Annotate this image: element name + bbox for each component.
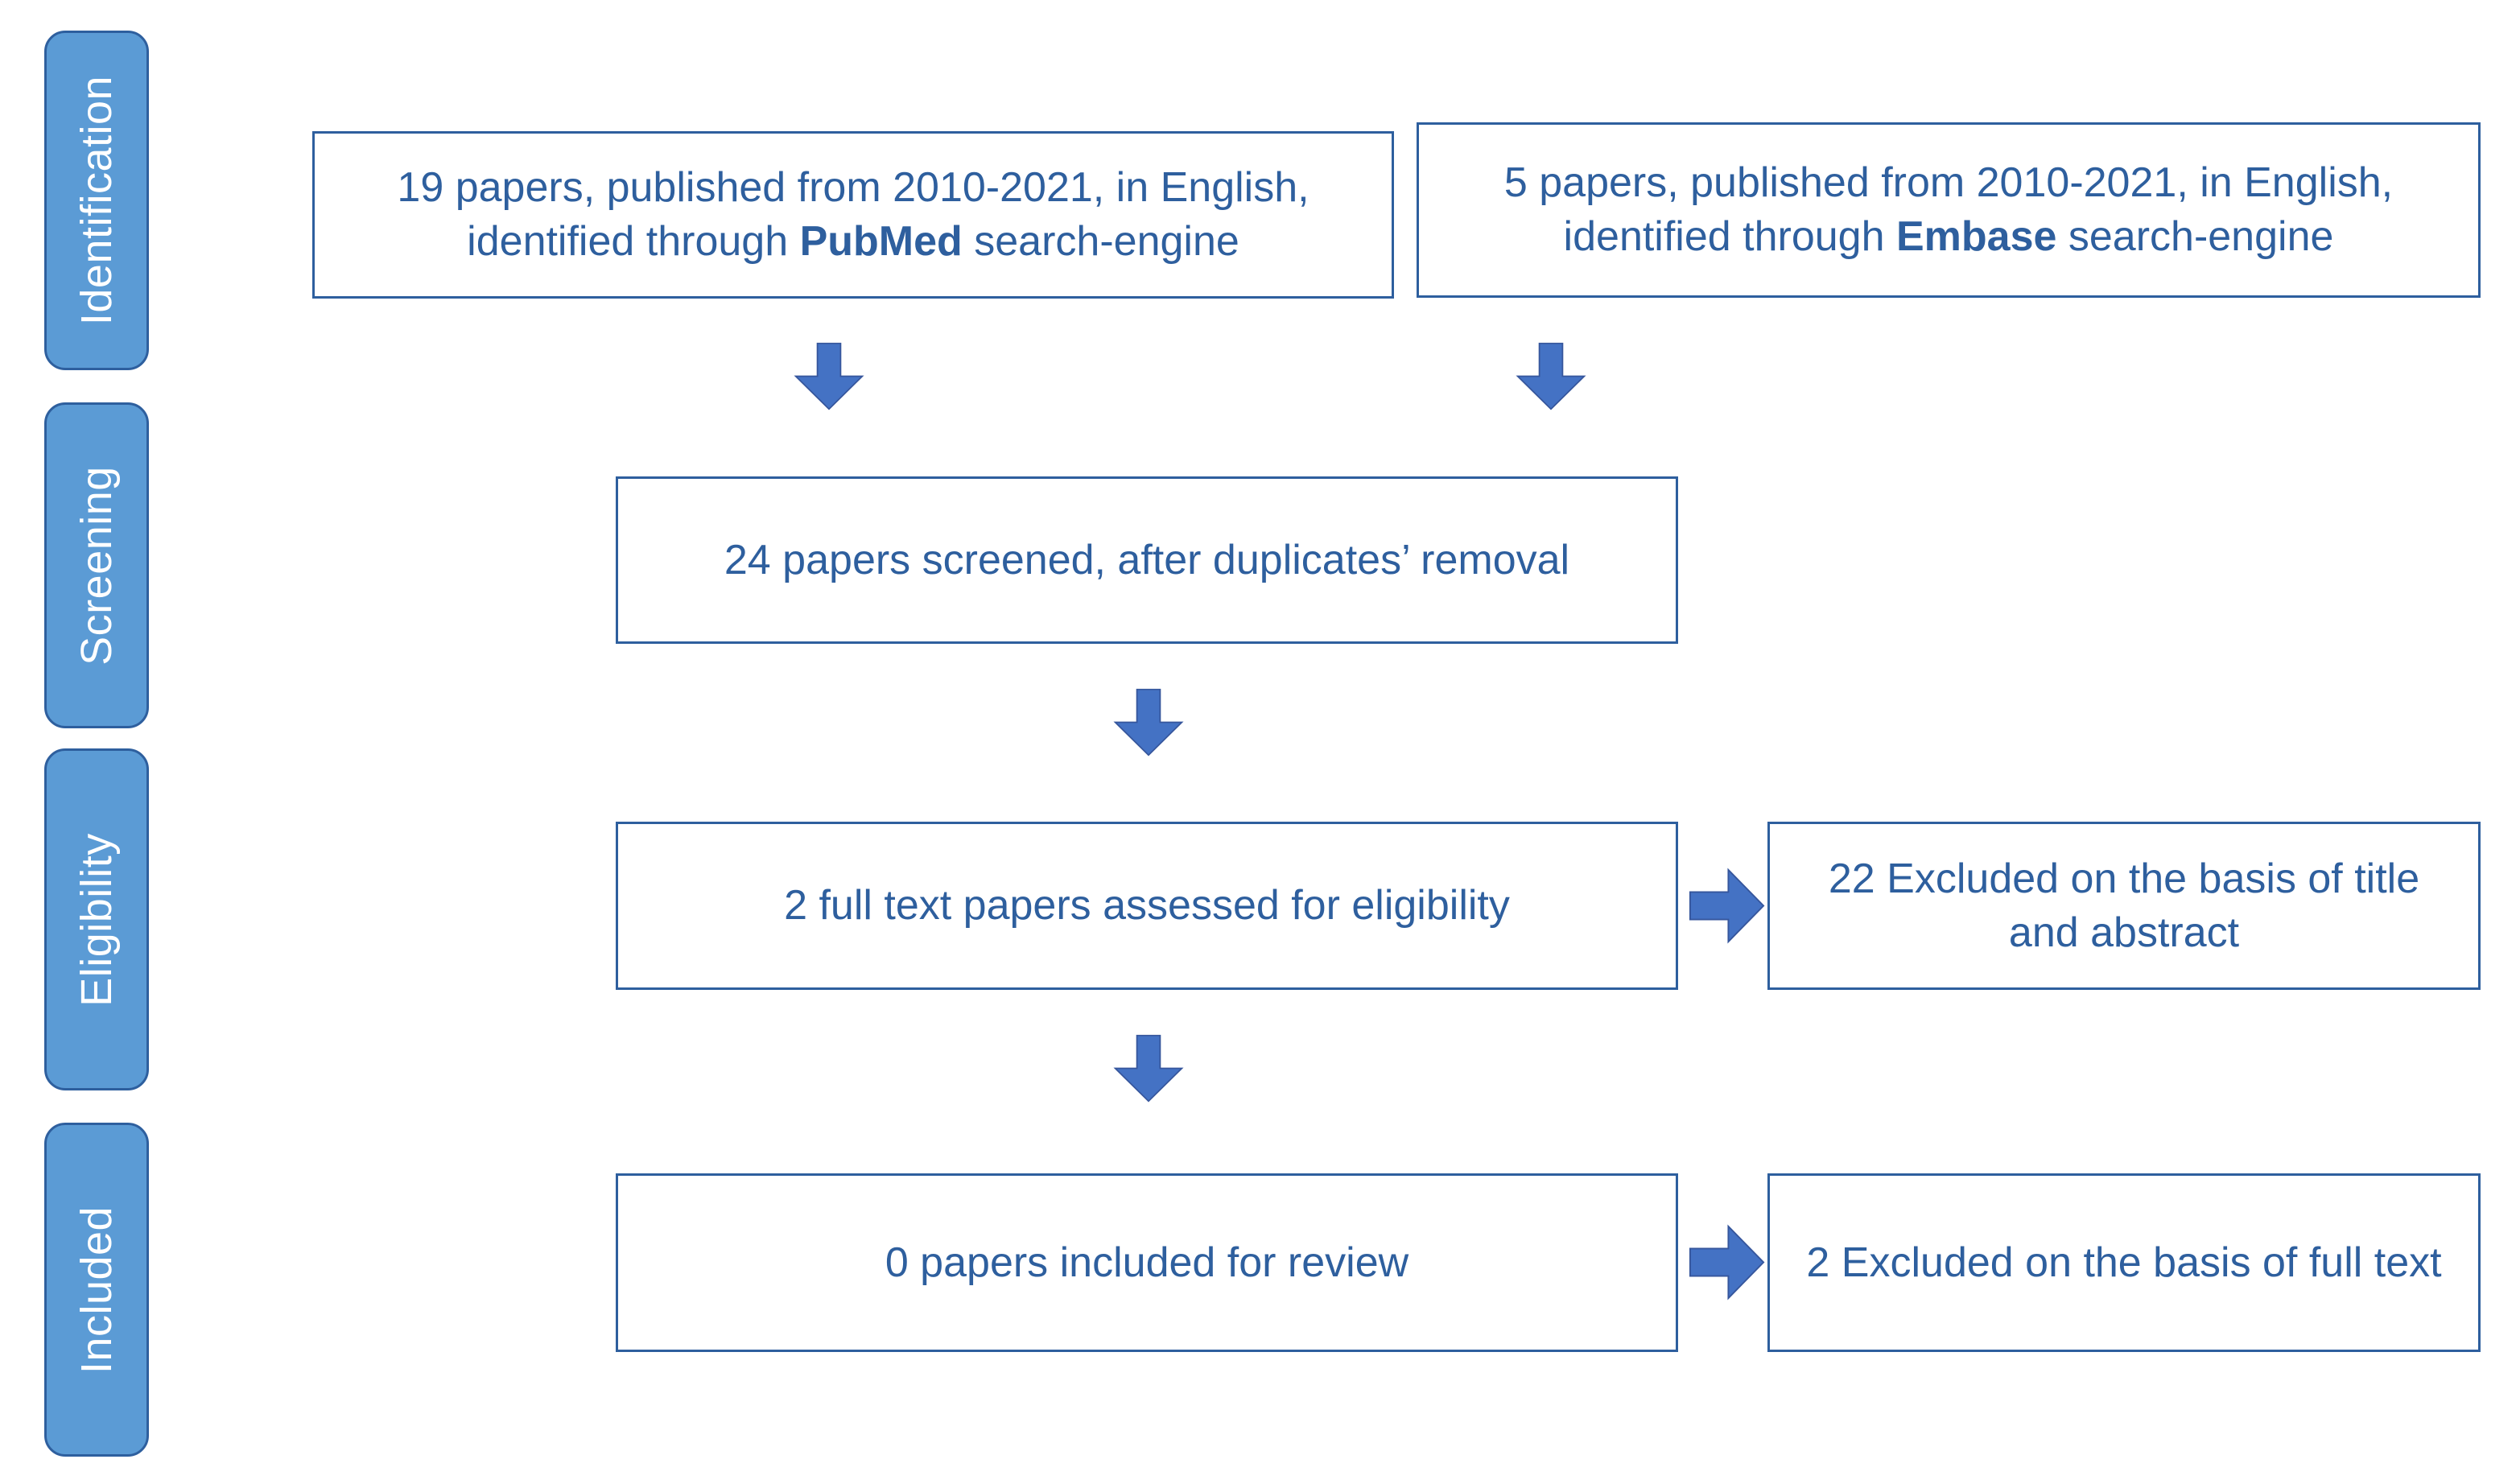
- stage-pill-screening: Screening: [44, 402, 149, 728]
- box-excluded-full-text-text: 2 Excluded on the basis of full text: [1806, 1239, 2442, 1286]
- arrow-eligibility-to-included-icon: [1112, 1034, 1185, 1103]
- box-papers-included: 0 papers included for review: [616, 1173, 1678, 1352]
- box-pubmed-source-text: 19 papers, published from 2010-2021, in …: [397, 161, 1309, 268]
- pubmed-line2-prefix: identified through: [467, 218, 800, 265]
- box-papers-screened: 24 papers screened, after duplicates’ re…: [616, 476, 1678, 644]
- arrow-screened-to-eligibility-icon: [1112, 688, 1185, 756]
- stage-pill-eligibility: Eligibility: [44, 748, 149, 1090]
- box-full-text-assessed: 2 full text papers assessed for eligibil…: [616, 822, 1678, 990]
- box-full-text-assessed-text: 2 full text papers assessed for eligibil…: [784, 882, 1510, 930]
- stage-label-screening: Screening: [72, 465, 122, 666]
- stage-pill-identification: Identification: [44, 31, 149, 370]
- stage-label-included: Included: [72, 1206, 122, 1374]
- pubmed-line1: 19 papers, published from 2010-2021, in …: [397, 164, 1309, 212]
- box-excluded-full-text: 2 Excluded on the basis of full text: [1767, 1173, 2481, 1352]
- stage-label-eligibility: Eligibility: [72, 832, 122, 1007]
- stage-label-identification: Identification: [72, 75, 122, 326]
- box-excluded-title-abstract-text: 22 Excluded on the basis of title and ab…: [1828, 855, 2420, 956]
- arrow-embase-to-screened-icon: [1515, 342, 1587, 410]
- embase-line2-prefix: identified through: [1563, 213, 1896, 260]
- box-excluded-title-abstract: 22 Excluded on the basis of title and ab…: [1767, 822, 2481, 990]
- pubmed-line2-suffix: search-engine: [962, 218, 1239, 265]
- box-pubmed-source: 19 papers, published from 2010-2021, in …: [312, 131, 1394, 299]
- stage-pill-included: Included: [44, 1123, 149, 1457]
- arrow-eligibility-to-excluded-icon: [1689, 868, 1765, 944]
- arrow-included-to-excluded-icon: [1689, 1224, 1765, 1301]
- embase-source-name: Embase: [1895, 213, 2057, 260]
- box-papers-included-text: 0 papers included for review: [885, 1239, 1409, 1286]
- box-papers-screened-text: 24 papers screened, after duplicates’ re…: [724, 536, 1570, 583]
- box-embase-source-text: 5 papers, published from 2010-2021, in E…: [1504, 156, 2393, 263]
- embase-line1: 5 papers, published from 2010-2021, in E…: [1503, 159, 2394, 207]
- pubmed-source-name: PubMed: [799, 218, 963, 265]
- arrow-pubmed-to-screened-icon: [793, 342, 865, 410]
- embase-line2-suffix: search-engine: [2056, 213, 2334, 260]
- box-embase-source: 5 papers, published from 2010-2021, in E…: [1417, 122, 2481, 298]
